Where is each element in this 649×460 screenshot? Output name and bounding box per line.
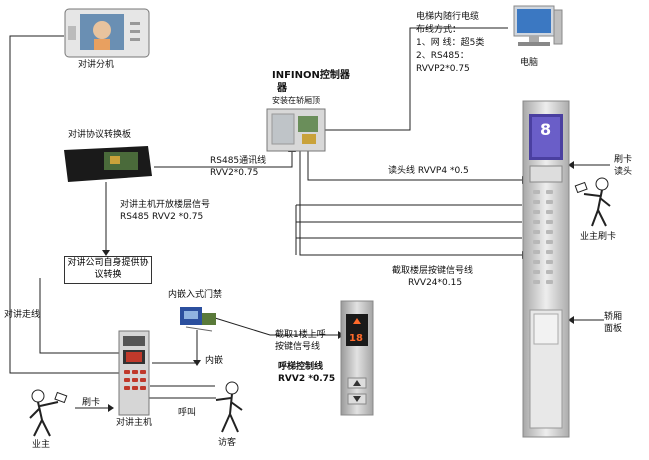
cable-title: 电梯内随行电缆 [416, 12, 480, 22]
keypad-key [132, 370, 138, 374]
cable-item-2: 2、RS485： [416, 51, 469, 61]
car-panel-key [533, 260, 540, 264]
keypad-key [140, 386, 146, 390]
protocol-box-text: 对讲公司自身提供协议转换 [67, 258, 149, 280]
embedded-access-label: 内嵌入式门禁 [168, 290, 223, 300]
call-line-label-1: 截取1楼上呼 [275, 330, 326, 340]
keypad-key [124, 378, 130, 382]
converter-board-label: 对讲协议转换板 [68, 130, 132, 140]
controller-icon [266, 108, 326, 152]
car-panel-key [533, 230, 540, 234]
swipe-label: 刷卡 [82, 398, 101, 408]
indoor-unit-label: 对讲分机 [78, 60, 115, 70]
card-reader-label-1: 刷卡 [614, 155, 633, 165]
car-panel-label-1: 轿厢 [604, 312, 623, 322]
rs485-comm-label: RS485通讯线 [210, 156, 267, 166]
reader-line [307, 150, 522, 181]
keypad-key [140, 370, 146, 374]
converter-board-icon [64, 146, 152, 182]
cable-item-2-value: RVVP2*0.75 [416, 64, 470, 74]
call-line [144, 380, 216, 399]
protocol-to-main [39, 278, 122, 354]
call-label: 呼叫 [178, 408, 197, 418]
call-line-label-2: 按键信号线 [275, 342, 321, 352]
car-panel-key [546, 250, 553, 254]
owner-figure-icon [29, 389, 68, 437]
car-panel-key [533, 190, 540, 194]
reader-line-label: 读头线 RVVP4 *0.5 [388, 166, 469, 176]
car-panel-key [546, 190, 553, 194]
car-panel-key [533, 200, 540, 204]
arrow-to-protocol [102, 250, 110, 256]
car-operating-panel [522, 100, 570, 438]
car-panel-label-2: 面板 [604, 324, 623, 334]
keypad-key [124, 370, 130, 374]
car-panel-key [533, 280, 540, 284]
cable-item-1: 1、网 线：超5类 [416, 38, 485, 48]
intercom-route-line [9, 35, 122, 374]
car-panel-key [533, 270, 540, 274]
cable-method: 布线方式： [416, 25, 462, 35]
card-reader-label-2: 读头 [614, 167, 633, 177]
elevator-ctrl-value: RVV2 *0.75 [278, 374, 336, 384]
car-panel-key [533, 220, 540, 224]
protocol-box: 对讲公司自身提供协议转换 [64, 256, 152, 284]
car-panel-key [546, 280, 553, 284]
embedded-access-icon [180, 307, 216, 332]
elevator-ctrl-label: 呼梯控制线 [278, 362, 324, 372]
embedded-label: 内嵌 [205, 356, 224, 366]
car-panel-key [533, 210, 540, 214]
floor-signal-label: 截取楼层按键信号线 [392, 266, 474, 276]
keypad-key [132, 378, 138, 382]
visitor-figure-icon [215, 381, 243, 433]
car-panel-key [533, 250, 540, 254]
computer-label: 电脑 [520, 58, 539, 68]
intercom-route-label: 对讲走线 [4, 310, 41, 320]
visitor-label: 访客 [218, 438, 237, 448]
floor-signal-line-1 [299, 150, 522, 256]
floor-signal-value: RVV24*0.15 [408, 278, 463, 288]
intercom-open-value: RS485 RVV2 *0.75 [120, 212, 204, 222]
owner-swipe-figure-icon [574, 177, 611, 227]
hall-floor-display: 18 [349, 333, 363, 344]
arrow-swipe [108, 404, 114, 412]
hall-call-panel [340, 300, 374, 416]
owner-swipe-label: 业主刷卡 [580, 232, 617, 242]
arrow-reader-pointer [568, 161, 574, 169]
arrow-embedded [193, 360, 201, 366]
car-panel-key [546, 200, 553, 204]
rs485-comm-value: RVV2*0.75 [210, 168, 259, 178]
car-panel-key [546, 240, 553, 244]
owner-label: 业主 [32, 440, 51, 450]
indoor-unit-icon [64, 8, 150, 58]
rs485-comm-line [154, 150, 293, 168]
car-panel-key [546, 220, 553, 224]
controller-title-cont: 器 [277, 83, 287, 94]
keypad-key [140, 378, 146, 382]
car-floor-display: 8 [540, 120, 552, 139]
computer-icon [513, 5, 563, 46]
main-unit-label: 对讲主机 [116, 418, 153, 428]
controller-title: INFINON控制器 [272, 70, 350, 81]
keypad-key [132, 386, 138, 390]
car-panel-key [546, 270, 553, 274]
arrow-car-panel [568, 316, 574, 324]
controller-sub: 安装在轿厢顶 [272, 96, 320, 105]
intercom-open-label: 对讲主机开放楼层信号 [120, 200, 211, 210]
car-panel-key [546, 260, 553, 264]
car-panel-key [546, 230, 553, 234]
keypad-key [124, 386, 130, 390]
hall-call-line [214, 317, 338, 336]
car-panel-key [533, 240, 540, 244]
car-panel-key [546, 210, 553, 214]
